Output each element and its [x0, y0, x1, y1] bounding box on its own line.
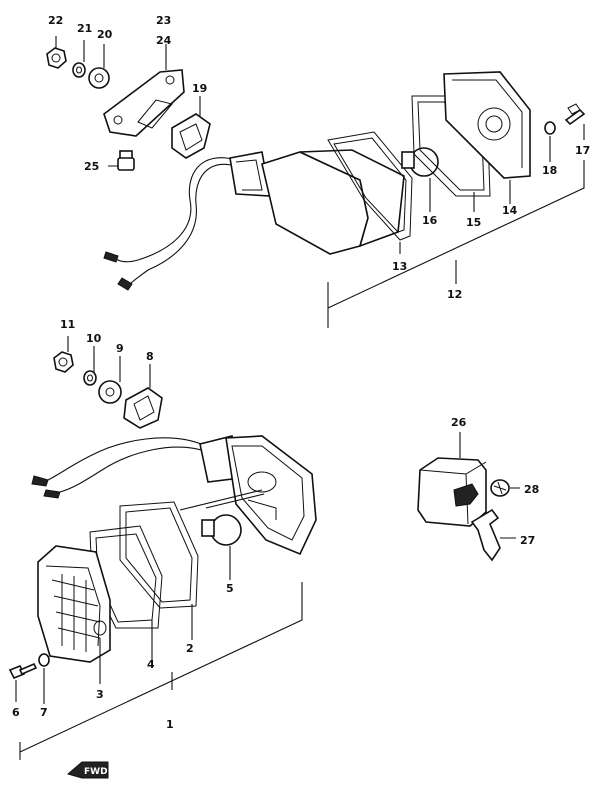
- callout-20: 20: [97, 28, 113, 41]
- callout-5: 5: [226, 582, 234, 595]
- part-11-nut: [53, 351, 74, 373]
- part-16-bulb: [401, 147, 439, 177]
- part-10-lock-washer: [83, 370, 97, 386]
- forward-direction-marker: FWD: [66, 761, 109, 779]
- lower-wire-harness: [31, 437, 209, 499]
- part-9-washer: [98, 380, 122, 404]
- part-17-screw: [564, 103, 586, 126]
- part-14-lens: [443, 71, 531, 179]
- callout-labels: 22 21 20 23 24 19 25 13 16 15 14 18 17 1…: [12, 14, 590, 731]
- callout-2: 2: [186, 642, 194, 655]
- callout-23: 23: [156, 14, 171, 27]
- part-18-washer: [544, 121, 556, 135]
- callout-6: 6: [12, 706, 20, 719]
- part-28-relay-screw: [490, 479, 510, 497]
- part-21-lock-washer: [72, 62, 86, 78]
- part-19-grommet: [171, 113, 211, 159]
- part-22-nut: [46, 47, 67, 69]
- callout-3: 3: [96, 688, 104, 701]
- callout-8: 8: [146, 350, 154, 363]
- callout-4: 4: [147, 658, 155, 671]
- callout-19: 19: [192, 82, 207, 95]
- relay-assembly: [417, 432, 520, 562]
- upper-turn-signal-assembly: [46, 36, 586, 328]
- upper-lamp-housing: [229, 149, 405, 255]
- callout-26: 26: [451, 416, 467, 429]
- callout-7: 7: [40, 706, 48, 719]
- part-2-lens-gasket: [119, 501, 199, 609]
- callout-28: 28: [524, 483, 539, 496]
- callout-27: 27: [520, 534, 535, 547]
- lower-turn-signal-assembly: [8, 336, 317, 760]
- callout-15: 15: [466, 216, 481, 229]
- callout-16: 16: [422, 214, 438, 227]
- lower-lamp-housing: [199, 435, 317, 556]
- callout-10: 10: [86, 332, 102, 345]
- callout-1: 1: [166, 718, 174, 731]
- callout-22: 22: [48, 14, 63, 27]
- callout-13: 13: [392, 260, 407, 273]
- callout-21: 21: [77, 22, 92, 35]
- callout-12: 12: [447, 288, 462, 301]
- part-25-screw: [117, 150, 135, 171]
- part-26-relay: [417, 457, 487, 527]
- part-20-washer: [88, 67, 110, 89]
- callout-11: 11: [60, 318, 75, 331]
- part-7-washer: [38, 653, 50, 667]
- callout-18: 18: [542, 164, 557, 177]
- part-8-grommet: [123, 387, 163, 429]
- upper-wire-harness: [103, 157, 237, 291]
- callout-25: 25: [84, 160, 99, 173]
- part-3-lens: [37, 545, 111, 663]
- callout-17: 17: [575, 144, 590, 157]
- callout-9: 9: [116, 342, 124, 355]
- part-23-24-bracket: [103, 69, 185, 137]
- part-5-bulb: [179, 489, 265, 546]
- forward-direction-label: FWD: [84, 767, 108, 777]
- part-13-gasket: [327, 131, 413, 241]
- callout-24: 24: [156, 34, 172, 47]
- part-6-screw: [8, 662, 38, 680]
- callout-14: 14: [502, 204, 518, 217]
- part-27-relay-bracket: [470, 508, 501, 562]
